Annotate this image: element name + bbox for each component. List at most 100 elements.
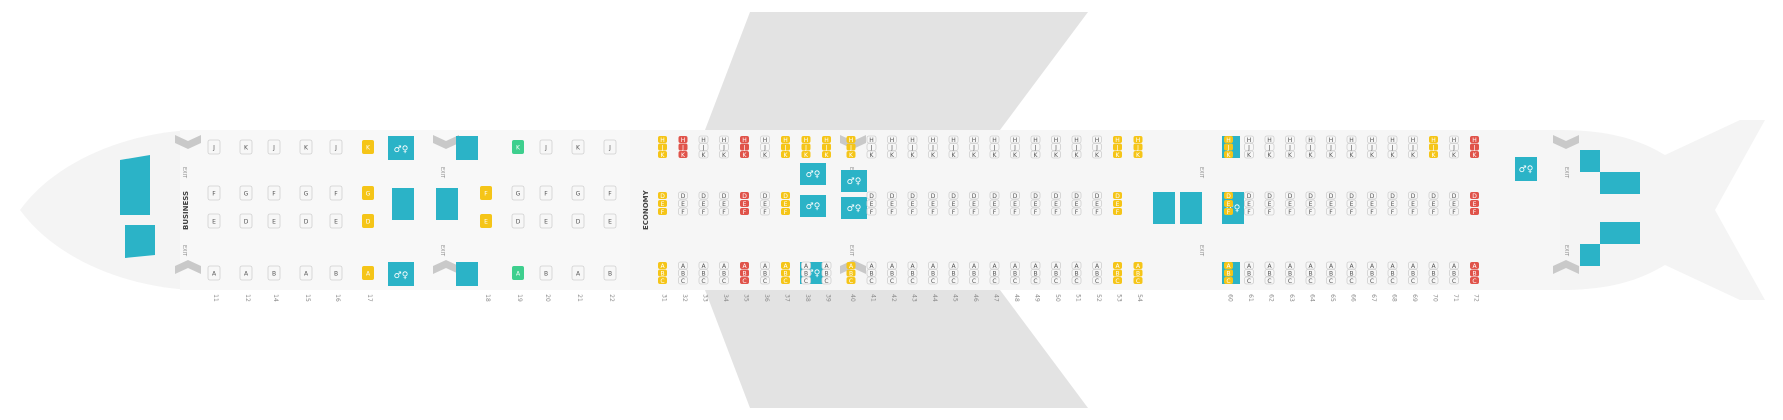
seat-12A[interactable] [239,265,253,281]
seat-39J[interactable] [822,143,831,151]
seat-14F[interactable] [267,185,281,201]
seat-36F[interactable] [760,207,770,216]
seat-44K[interactable] [928,150,938,159]
seat-49H[interactable] [1030,135,1041,144]
seat-69D[interactable] [1408,191,1418,200]
seat-67K[interactable] [1367,150,1377,159]
seat-31D[interactable] [658,192,667,199]
seat-62A[interactable] [1264,261,1275,270]
seat-68K[interactable] [1387,150,1398,159]
seat-14E[interactable] [267,213,281,229]
seat-43K[interactable] [907,150,918,159]
seat-39K[interactable] [822,151,831,158]
seat-43E[interactable] [907,199,918,208]
seat-45C[interactable] [948,276,959,285]
seat-54H[interactable] [1133,136,1143,143]
seat-72F[interactable] [1470,208,1479,215]
seat-72C[interactable] [1470,277,1479,284]
seat-19G[interactable] [511,185,525,201]
cockpit-galley[interactable] [125,225,155,258]
seat-31H[interactable] [658,136,667,143]
seat-67E[interactable] [1367,199,1377,208]
seat-61E[interactable] [1244,199,1254,208]
seat-35A[interactable] [740,262,749,269]
seat-49F[interactable] [1030,207,1041,216]
seat-45B[interactable] [948,269,959,277]
seat-68F[interactable] [1387,207,1398,216]
seat-61C[interactable] [1244,276,1254,285]
seat-35K[interactable] [740,151,749,158]
seat-65E[interactable] [1326,199,1336,208]
seat-62C[interactable] [1264,276,1275,285]
seat-19D[interactable] [511,213,525,229]
seat-20J[interactable] [539,139,553,155]
seat-71A[interactable] [1449,261,1459,270]
seat-42F[interactable] [887,207,897,216]
seat-22B[interactable] [603,265,617,281]
seat-32F[interactable] [678,207,688,216]
seat-53H[interactable] [1113,136,1122,143]
seat-32J[interactable] [678,143,688,151]
seat-21G[interactable] [571,185,585,201]
seat-66C[interactable] [1346,276,1357,285]
seat-52J[interactable] [1092,143,1102,151]
seat-44A[interactable] [928,261,938,270]
seat-50A[interactable] [1051,261,1061,270]
seat-65A[interactable] [1326,261,1336,270]
seat-33C[interactable] [698,276,709,285]
seat-49J[interactable] [1030,143,1041,151]
seat-21K[interactable] [571,139,585,155]
seat-35J[interactable] [740,143,749,151]
seat-46B[interactable] [969,269,979,277]
seat-61F[interactable] [1244,207,1254,216]
seat-54C[interactable] [1133,277,1143,284]
seat-38B[interactable] [801,269,811,277]
seat-64B[interactable] [1305,269,1316,277]
seat-33E[interactable] [698,199,709,208]
seat-72A[interactable] [1470,262,1479,269]
seat-66E[interactable] [1346,199,1357,208]
seat-60C[interactable] [1224,277,1233,284]
seat-45K[interactable] [948,150,959,159]
seat-22E[interactable] [603,213,617,229]
seat-70J[interactable] [1429,143,1438,151]
seat-61K[interactable] [1244,150,1254,159]
seat-60B[interactable] [1224,269,1233,277]
seat-60F[interactable] [1224,208,1233,215]
seat-53J[interactable] [1113,143,1122,151]
seat-64H[interactable] [1305,135,1316,144]
seat-52A[interactable] [1092,261,1102,270]
seat-44J[interactable] [928,143,938,151]
seat-68D[interactable] [1387,191,1398,200]
seat-40B[interactable] [846,269,856,277]
seat-61D[interactable] [1244,191,1254,200]
seat-69A[interactable] [1408,261,1418,270]
seat-31F[interactable] [658,208,667,215]
seat-38J[interactable] [801,143,811,151]
seat-17D[interactable] [362,214,374,228]
seat-62H[interactable] [1264,135,1275,144]
seat-54J[interactable] [1133,143,1143,151]
seat-35F[interactable] [740,208,749,215]
seat-12D[interactable] [239,213,253,229]
seat-34H[interactable] [719,135,729,144]
seat-46J[interactable] [969,143,979,151]
seat-19A[interactable] [512,266,524,280]
seat-50E[interactable] [1051,199,1061,208]
seat-53D[interactable] [1113,192,1122,199]
seat-37B[interactable] [781,269,790,277]
seat-37J[interactable] [781,143,790,151]
seat-41C[interactable] [866,276,877,285]
seat-42B[interactable] [887,269,897,277]
seat-32H[interactable] [678,136,688,143]
seat-54K[interactable] [1133,151,1143,158]
seat-64J[interactable] [1305,143,1316,151]
seat-60A[interactable] [1224,262,1233,269]
seat-71B[interactable] [1449,269,1459,277]
seat-35E[interactable] [740,200,749,207]
seat-44C[interactable] [928,276,938,285]
seat-67B[interactable] [1367,269,1377,277]
seat-47F[interactable] [989,207,1000,216]
seat-47B[interactable] [989,269,1000,277]
seat-36E[interactable] [760,199,770,208]
